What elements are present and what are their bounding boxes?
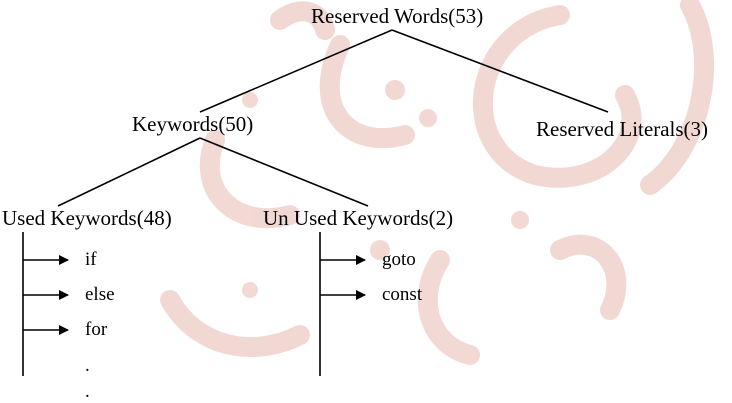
edge-keywords-used: [57, 137, 201, 207]
used-keyword-item: if: [85, 249, 97, 270]
root-node-label: Reserved Words(53): [311, 4, 484, 28]
reserved-literals-node-label: Reserved Literals(3): [536, 117, 709, 141]
unused-keywords-node-label: Un Used Keywords(2): [263, 206, 454, 230]
unused-keyword-item: const: [382, 284, 423, 305]
used-keyword-item: for: [85, 319, 108, 340]
unused-keyword-item: goto: [382, 249, 416, 270]
used-keyword-ellipsis: .: [85, 381, 90, 402]
edge-root-reserved-literals: [391, 29, 609, 113]
used-keywords-node-label: Used Keywords(48): [2, 206, 172, 230]
used-keyword-item: else: [85, 284, 115, 305]
used-keyword-ellipsis: .: [85, 355, 90, 376]
edge-keywords-unused: [199, 137, 369, 207]
edge-root-keywords: [199, 29, 393, 113]
keywords-node-label: Keywords(50): [132, 112, 254, 136]
